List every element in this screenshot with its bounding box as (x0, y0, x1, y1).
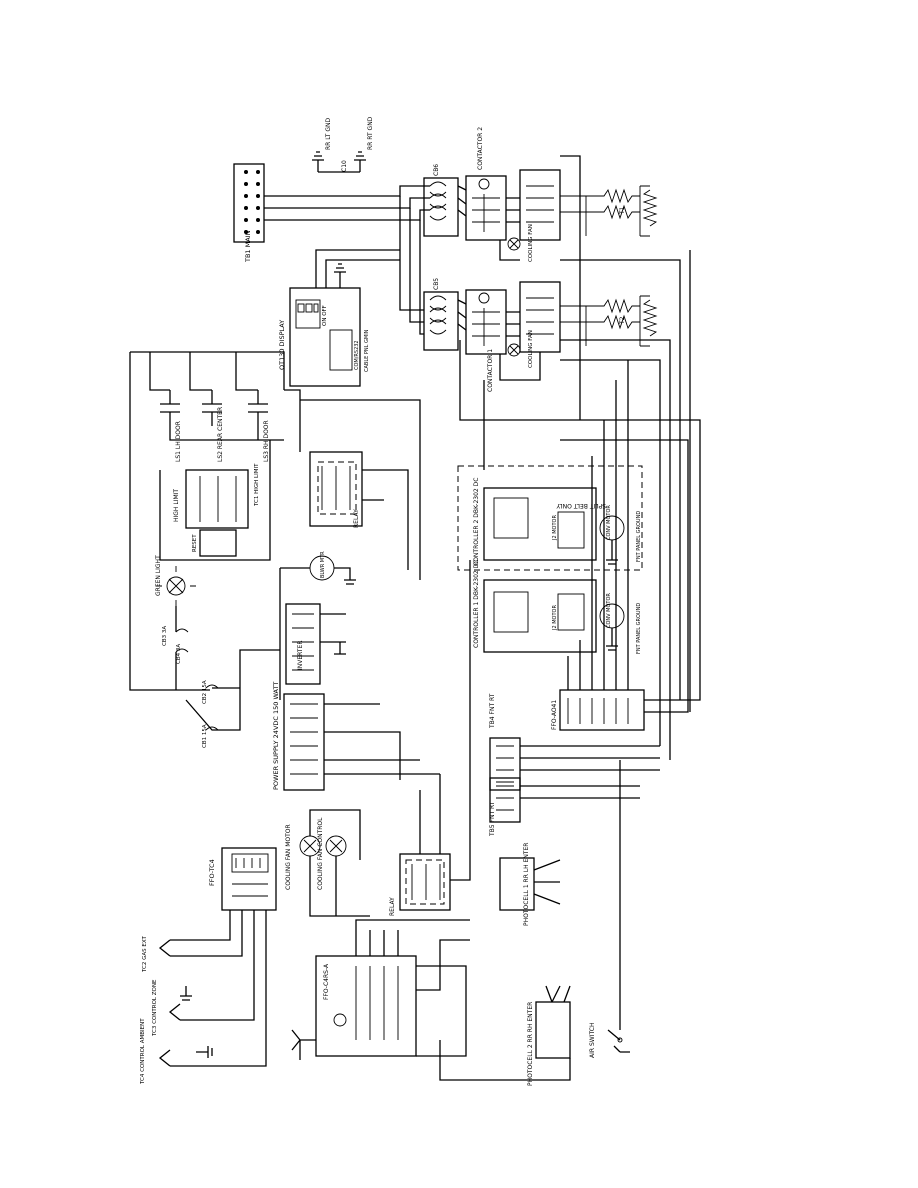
cooling-fan-control: COOLING FAN CONTROL (317, 817, 347, 890)
fnt-ground-2-label: FNT PANEL GROUND (636, 511, 642, 562)
ffo-c4rs-a: FFO-C4RS-A (315, 955, 417, 1057)
tc2-gas-ext: TC2 GAS EXT (142, 935, 171, 973)
power-supply-label: POWER SUPPLY 24VDC 150 WATT (272, 682, 280, 790)
photocell-1: PHOTOCELL 1 RR LH ENTER (499, 843, 535, 926)
tb5-fnt-rt: TB5 FNT RT (489, 777, 521, 837)
ffo-ao41: FFO-AO41 (551, 689, 645, 731)
cb5-breaker: CB5 (423, 278, 459, 351)
green-light-label: GREEN LIGHT (155, 555, 162, 596)
ffo-tc4-label: FFO-TC4 (208, 859, 216, 886)
j2-motor-1-label: J2 MOTOR (552, 605, 558, 631)
contactor-2-label: CONTACTOR 2 (477, 127, 484, 170)
cooling-fan-motor-label: COOLING FAN MOTOR (285, 824, 292, 890)
conv-motor-1-label: CONV MOTOR (606, 593, 612, 628)
tb1-main-label: TB1 MAIN (244, 230, 252, 263)
t2-label: T2 (619, 316, 626, 325)
tb4-label: TB4 FNT RT (489, 693, 496, 729)
fnt-ground-1-label: FNT PANEL GROUND (636, 603, 642, 654)
air-switch: AIR SWITCH (589, 1023, 630, 1058)
heater-elements-bottom: T2 (560, 295, 658, 347)
tc2-label: TC2 GAS EXT (142, 935, 148, 973)
reset-button: RESET (192, 529, 237, 557)
j2-motor-2-label: J2 MOTOR (552, 515, 558, 541)
ot130-display: OT130 DISPLAY ON OFF COM/RS232 CABLE PNL… (278, 287, 370, 387)
green-light: GREEN LIGHT (155, 555, 196, 606)
tc3-label: TC3 CONTROL ZONE (152, 979, 158, 1037)
ffo-tc4: FFO-TC4 (208, 847, 277, 911)
ls3-label: LS3 RH DOOR (263, 420, 270, 462)
ot130-display-label: OT130 DISPLAY (278, 320, 286, 370)
cb1-label: CB1 15A (202, 724, 208, 748)
cb6-breaker: CB6 (423, 164, 459, 237)
tb4-fnt-rt: TB4 FNT RT (489, 693, 521, 791)
cable-label: CABLE PNL GMIN (364, 329, 370, 372)
ffo-c4rs-a-label: FFO-C4RS-A (323, 963, 330, 1000)
inverter-label: INVERTER (297, 640, 304, 670)
tc4-label: TC4 CONTROL AMBIENT (140, 1018, 146, 1085)
contactor-1: CONTACTOR 1 (465, 289, 507, 392)
blower-motor: BLWR MTR (309, 551, 335, 581)
cb3-label: CB3 3A (162, 626, 168, 646)
contactor-2: CONTACTOR 2 (465, 127, 507, 241)
relay-2: RELAY (389, 853, 451, 916)
tb5-label: TB5 FNT RT (489, 801, 496, 837)
cb2-label: CB2 15A (202, 680, 208, 704)
ffo-ao41-label: FFO-AO41 (551, 700, 558, 730)
ssr-bottom (519, 281, 561, 353)
split-belt-zone (457, 465, 643, 571)
controller-2-label: CONTROLLER 2 DBK-2302 DC (473, 478, 480, 566)
blower-motor-label: BLWR MTR (320, 551, 326, 578)
cb5-label: CB5 (433, 278, 440, 290)
ls1-label: LS1 LH DOOR (175, 421, 182, 462)
air-switch-label: AIR SWITCH (589, 1023, 596, 1058)
limit-switch-ls3: LS3 RH DOOR (248, 390, 270, 462)
controller-2: CONTROLLER 2 DBK-2302 DC CONV MOTOR J2 M… (473, 478, 642, 566)
reset-label: RESET (192, 534, 198, 552)
cooling-fan-top-label: COOLING FAN (528, 224, 534, 262)
rr-rt-gnd-label: RR RT GND (367, 116, 374, 150)
controller-1-label: CONTROLLER 1 DBK-2302 DC (473, 560, 480, 648)
controller-1: CONTROLLER 1 DBK-2302 DC CONV MOTOR J2 M… (473, 560, 642, 654)
com-port-label: COM/RS232 (354, 340, 360, 370)
high-limit-module: HIGH LIMIT TC1 HIGH LIMIT (173, 463, 260, 529)
limit-switch-ls1: LS1 LH DOOR (160, 390, 182, 462)
ssr-top (519, 169, 561, 241)
tc4-control-ambient: TC4 CONTROL AMBIENT (140, 1018, 213, 1085)
power-supply: POWER SUPPLY 24VDC 150 WATT (272, 682, 325, 791)
limit-switch-ls2: LS2 REAR CENTER (202, 390, 224, 462)
relay-1-label: RELAY (353, 509, 360, 528)
ls2-label: LS2 REAR CENTER (217, 407, 224, 462)
high-limit-label: HIGH LIMIT (173, 489, 180, 522)
on-off-label: ON OFF (322, 305, 328, 326)
cooling-fan-motor: COOLING FAN MOTOR (285, 824, 321, 890)
rr-lt-gnd-label: RR LT GND (325, 118, 332, 150)
cooling-fan-control-label: COOLING FAN CONTROL (317, 817, 324, 890)
cooling-fan-top: COOLING FAN (507, 224, 534, 262)
cb4-label: CB4 3A (176, 644, 182, 664)
photocell-2: PHOTOCELL 2 RR RH ENTER (527, 1001, 571, 1086)
cb6-label: CB6 (433, 164, 440, 176)
relay-1: RELAY (309, 451, 363, 528)
photocell-2-label: PHOTOCELL 2 RR RH ENTER (527, 1002, 534, 1086)
tc1-label: TC1 HIGH LIMIT (254, 463, 260, 507)
t1-label: T1 (619, 206, 626, 215)
conv-motor-2-label: CONV MOTOR (606, 505, 612, 540)
tc3-control-zone: TC3 CONTROL ZONE (152, 979, 192, 1037)
inverter: INVERTER (285, 603, 321, 685)
cooling-fan-bottom-label: COOLING FAN (528, 330, 534, 368)
small-breakers: CB3 3A CB4 3A (162, 626, 189, 664)
rr-ground-group: RR LT GND RR RT GND C10 (312, 116, 374, 173)
contactor-1-label: CONTACTOR 1 (487, 349, 494, 392)
tb1-main-terminal: TB1 MAIN (233, 163, 265, 263)
heater-elements-top: T1 (560, 185, 658, 237)
split-belt-label: SPLIT BELT ONLY (556, 502, 606, 509)
c10-label: C10 (341, 160, 348, 172)
main-breakers: CB2 15A CB1 15A (202, 680, 219, 748)
photocell-1-label: PHOTOCELL 1 RR LH ENTER (523, 843, 530, 926)
relay-2-label: RELAY (389, 897, 396, 916)
